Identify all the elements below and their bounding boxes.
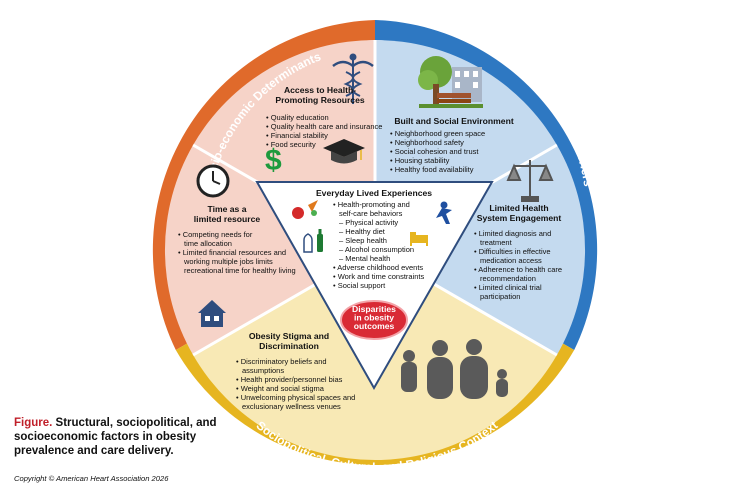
exercise-icon xyxy=(436,201,452,224)
built-list: • Neighborhood green space• Neighborhood… xyxy=(390,129,485,174)
bullet-line: • Quality health care and insurance xyxy=(266,122,382,131)
figure-caption: Figure. Structural, sociopolitical, and … xyxy=(14,416,234,458)
title-line: Promoting Resources xyxy=(275,95,365,105)
bed-icon xyxy=(410,232,428,246)
bullet-line: • Limited diagnosis and xyxy=(474,229,551,238)
badge-line: in obesity xyxy=(354,313,394,323)
healthy-food-icon xyxy=(292,200,318,219)
dollar-icon: $ xyxy=(265,144,282,177)
title-line: System Engagement xyxy=(477,213,562,223)
built-section: Built and Social Environment • Neighborh… xyxy=(390,116,514,174)
caption-label: Figure. xyxy=(14,417,53,429)
bullet-line: • Housing stability xyxy=(390,156,450,165)
title-line: Limited Health xyxy=(489,203,548,213)
bullet-line: recreational time for healthy living xyxy=(184,266,296,275)
bullet-line: participation xyxy=(480,292,520,301)
bullet-line: recommendation xyxy=(480,274,536,283)
everyday-item: – Physical activity xyxy=(339,218,398,227)
access-section: Access to Health-Promoting Resources • Q… xyxy=(266,85,382,149)
bullet-line: • Food security xyxy=(266,140,316,149)
title-line: Built and Social Environment xyxy=(394,116,514,126)
bullet-line: • Neighborhood safety xyxy=(390,138,464,147)
park-icon xyxy=(418,56,483,108)
bullet-line: • Social cohesion and trust xyxy=(390,147,479,156)
built-title: Built and Social Environment xyxy=(394,116,514,126)
everyday-section: Everyday Lived Experiences • Health-prom… xyxy=(316,188,432,290)
copyright: Copyright © American Heart Association 2… xyxy=(14,474,169,483)
bullet-line: • Financial stability xyxy=(266,131,328,140)
ring-segment-right xyxy=(375,20,598,350)
house-icon xyxy=(198,300,226,327)
bullet-line: • Difficulties in effective xyxy=(474,247,551,256)
everyday-item: self-care behaviors xyxy=(339,209,403,218)
bullet-line: • Competing needs for xyxy=(178,230,253,239)
everyday-item: – Mental health xyxy=(339,254,390,263)
bullet-line: • Adherence to health care xyxy=(474,265,562,274)
bullet-line: exclusionary wellness venues xyxy=(242,402,341,411)
bullet-line: time allocation xyxy=(184,239,232,248)
bullet-line: • Unwelcoming physical spaces and xyxy=(236,393,355,402)
everyday-item: – Sleep health xyxy=(339,236,387,245)
bullet-line: treatment xyxy=(480,238,513,247)
graduation-cap-icon xyxy=(323,139,365,164)
everyday-item: – Healthy diet xyxy=(339,227,386,236)
everyday-item: • Health-promoting and xyxy=(333,200,410,209)
bullet-line: • Neighborhood green space xyxy=(390,129,485,138)
access-list: • Quality education• Quality health care… xyxy=(266,113,382,149)
badge-line: Disparities xyxy=(352,304,396,314)
everyday-item: – Alcohol consumption xyxy=(339,245,414,254)
bullet-line: working multiple jobs limits xyxy=(183,257,273,266)
everyday-item: • Adverse childhood events xyxy=(333,263,423,272)
bullet-line: • Quality education xyxy=(266,113,329,122)
everyday-item: • Work and time constraints xyxy=(333,272,425,281)
title-line: Obesity Stigma and xyxy=(249,331,329,341)
sector-time xyxy=(164,145,375,355)
title-line: Time as a xyxy=(207,204,246,214)
ring-segment-left xyxy=(152,20,375,350)
bullet-line: • Discriminatory beliefs and xyxy=(236,357,327,366)
title-line: limited resource xyxy=(194,214,261,224)
scales-icon xyxy=(506,160,554,202)
bullet-line: assumptions xyxy=(242,366,284,375)
bullet-line: • Limited financial resources and xyxy=(178,248,286,257)
title-line: Access to Health- xyxy=(284,85,356,95)
wine-bottle-icon xyxy=(303,229,323,253)
access-title: Access to Health-Promoting Resources xyxy=(275,85,365,105)
bullet-line: • Healthy food availability xyxy=(390,165,474,174)
badge-line: outcomes xyxy=(354,321,395,331)
bullet-line: • Health provider/personnel bias xyxy=(236,375,343,384)
clock-icon xyxy=(196,164,230,198)
bullet-line: • Limited clinical trial xyxy=(474,283,542,292)
caption-text: Structural, sociopolitical, and socioeco… xyxy=(14,417,217,457)
bullet-line: medication access xyxy=(480,256,542,265)
everyday-item: • Social support xyxy=(333,281,386,290)
family-icon xyxy=(401,339,508,399)
everyday-triangle xyxy=(255,181,494,391)
bullet-line: • Weight and social stigma xyxy=(236,384,325,393)
title-line: Discrimination xyxy=(259,341,319,351)
caduceus-icon xyxy=(332,53,374,104)
everyday-title: Everyday Lived Experiences xyxy=(316,188,432,198)
